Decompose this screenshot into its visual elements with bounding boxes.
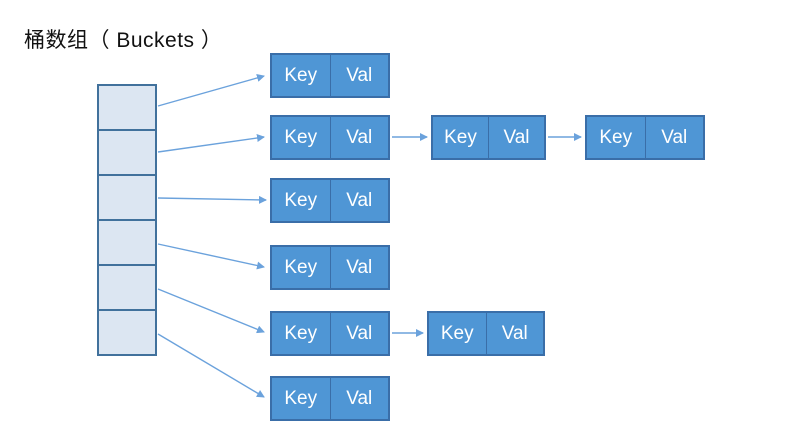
node-row3-0: Key Val	[270, 178, 390, 223]
bucket-cell-1	[99, 129, 155, 174]
node-key-cell: Key	[284, 322, 318, 344]
node-key-cell: Key	[440, 322, 474, 344]
bucket-cell-4	[99, 264, 155, 309]
node-val-cell: Val	[329, 378, 389, 419]
node-row2-0: Key Val	[270, 115, 390, 160]
node-key-cell: Key	[284, 256, 318, 278]
node-val-cell: Val	[485, 313, 544, 354]
bucket-array	[97, 84, 157, 356]
bucket-cell-3	[99, 219, 155, 264]
node-row2-1: Key Val	[431, 115, 546, 160]
node-key-cell: Key	[599, 126, 633, 148]
bucket-arrow-0	[157, 74, 265, 107]
node-key-cell: Key	[284, 126, 318, 148]
node-val-cell: Val	[329, 117, 389, 158]
diagram-title: 桶数组（ Buckets ）	[24, 29, 223, 52]
bucket-arrow-1	[157, 134, 265, 153]
node-row6-0: Key Val	[270, 376, 390, 421]
bucket-cell-0	[99, 86, 155, 129]
node-val-cell: Val	[329, 247, 389, 288]
node-row5-1: Key Val	[427, 311, 545, 356]
bucket-arrow-5	[157, 333, 265, 398]
bucket-arrow-2	[157, 195, 267, 204]
node-key-cell: Key	[284, 64, 318, 86]
node-val-cell: Val	[329, 55, 389, 96]
node-key-cell: Key	[444, 126, 477, 148]
node-row2-2: Key Val	[585, 115, 705, 160]
bucket-cell-2	[99, 174, 155, 219]
node-val-cell: Val	[329, 313, 389, 354]
node-row5-0: Key Val	[270, 311, 390, 356]
node-val-cell: Val	[644, 117, 704, 158]
node-row4-0: Key Val	[270, 245, 390, 290]
bucket-cell-5	[99, 309, 155, 354]
node-key-cell: Key	[284, 387, 318, 409]
node-val-cell: Val	[488, 117, 544, 158]
bucket-arrow-3	[157, 243, 265, 270]
node-val-cell: Val	[329, 180, 389, 221]
node-key-cell: Key	[284, 189, 318, 211]
node-row1-0: Key Val	[270, 53, 390, 98]
bucket-arrow-4	[157, 288, 265, 334]
